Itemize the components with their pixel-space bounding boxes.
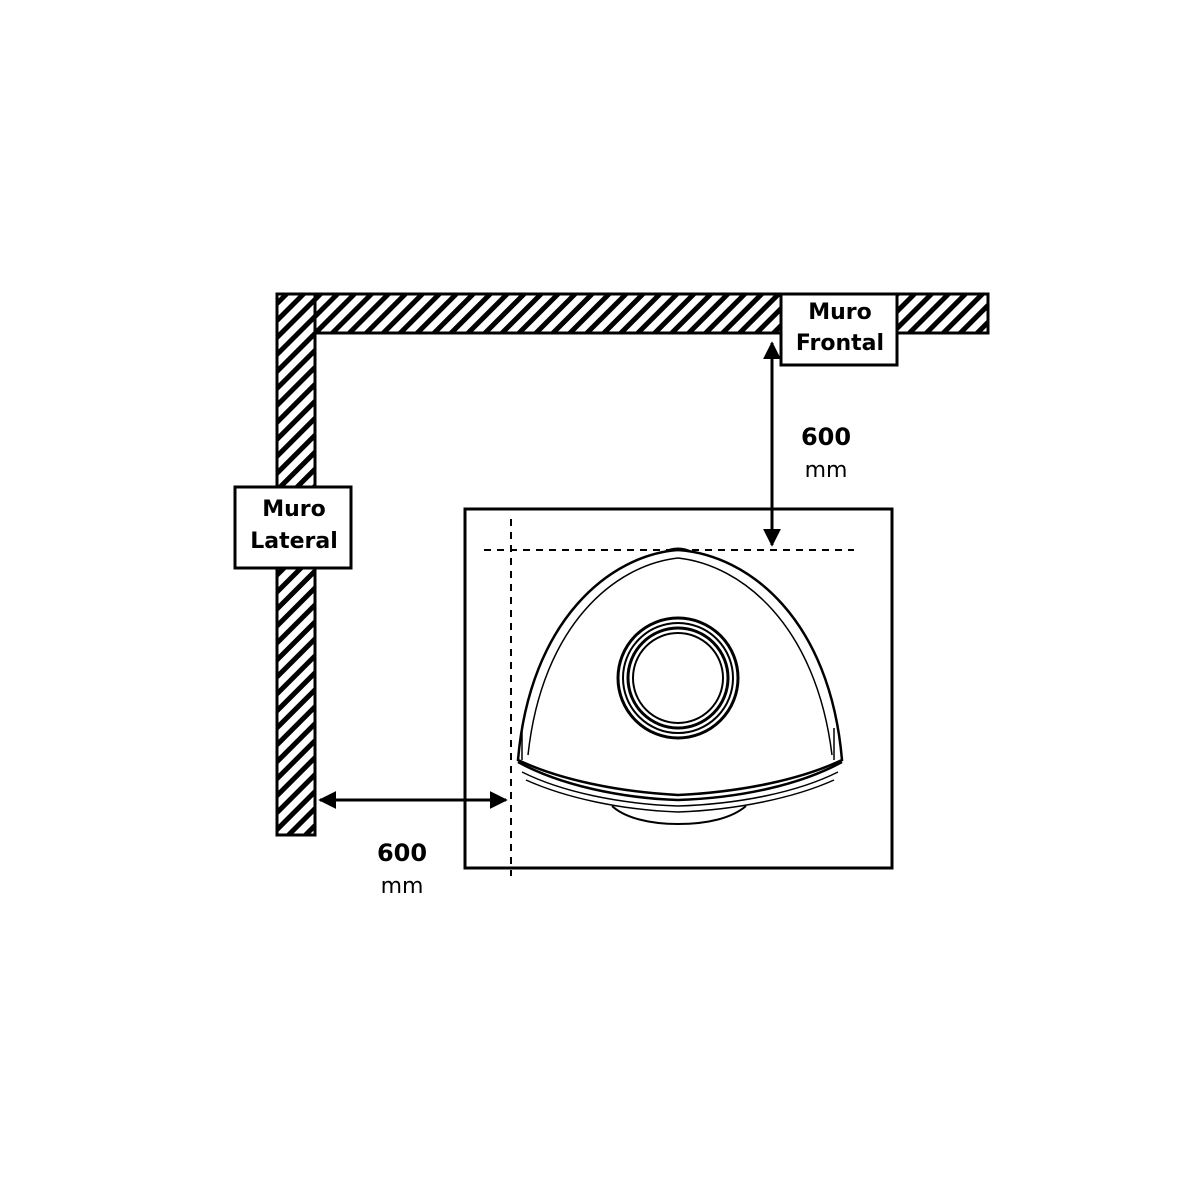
stove-top-view xyxy=(516,547,844,826)
side-wall-label: Muro Lateral xyxy=(233,485,353,570)
front-wall-label-line1: Muro xyxy=(808,300,872,325)
front-wall-label-line2: Frontal xyxy=(796,331,884,356)
floor-plate xyxy=(463,507,894,870)
front-clearance-unit: mm xyxy=(805,458,848,483)
side-wall-label-line2: Lateral xyxy=(250,529,338,554)
front-wall-label: Muro Frontal xyxy=(779,292,899,367)
side-clearance-value: 600 xyxy=(377,839,427,867)
side-wall-label-line1: Muro xyxy=(262,497,326,522)
front-clearance-value: 600 xyxy=(801,423,851,451)
side-clearance-unit: mm xyxy=(381,874,424,899)
